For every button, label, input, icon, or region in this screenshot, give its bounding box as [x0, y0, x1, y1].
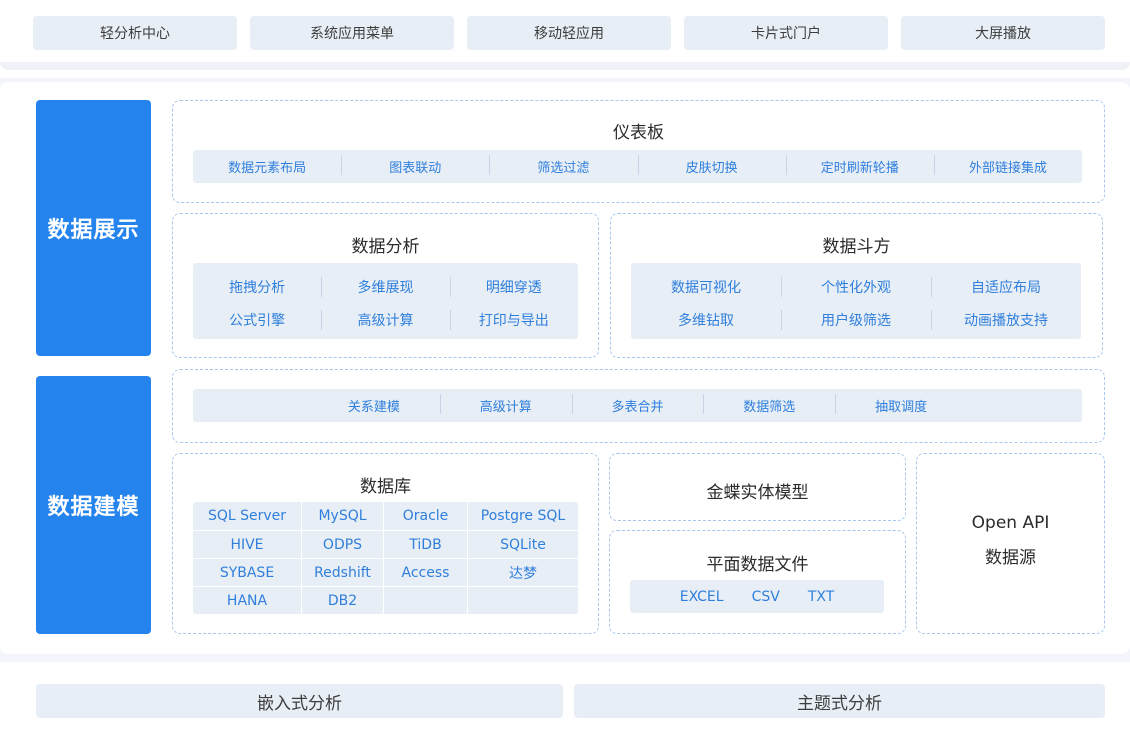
section-label-data-display: 数据展示	[36, 100, 151, 356]
database-item: SQL Server	[207, 508, 287, 524]
database-item: Oracle	[383, 502, 467, 530]
douf-feature: 用户级筛选	[781, 310, 931, 330]
modeling-feature-bar: 关系建模 高级计算 多表合并 数据筛选 抽取调度	[193, 389, 1082, 422]
open-api-panel: Open API 数据源	[916, 453, 1105, 634]
database-item: MySQL	[301, 502, 383, 530]
database-panel: 数据库 SQL Server MySQL Oracle Postgre SQL …	[172, 453, 599, 634]
analysis-feature: 明细穿透	[449, 277, 578, 297]
database-item: HANA	[226, 593, 268, 609]
modeling-feature: 数据筛选	[703, 394, 835, 415]
feature-row: 多维钻取 用户级筛选 动画播放支持	[631, 310, 1081, 330]
douf-feature: 动画播放支持	[931, 310, 1081, 330]
database-item: TiDB	[383, 531, 467, 559]
data-analysis-panel: 数据分析 拖拽分析 多维展现 明细穿透 公式引擎 高级计算 打印与导出	[172, 213, 599, 358]
douf-feature: 多维钻取	[678, 313, 734, 329]
database-item-empty	[467, 587, 578, 614]
database-row: HIVE ODPS TiDB SQLite	[193, 530, 578, 559]
modeling-feature: 高级计算	[439, 394, 572, 415]
dashboard-title: 仪表板	[613, 123, 664, 143]
modeling-feature: 抽取调度	[835, 394, 967, 415]
database-title: 数据库	[360, 477, 411, 497]
section-label-data-modeling: 数据建模	[36, 376, 151, 634]
analysis-feature: 高级计算	[321, 310, 449, 330]
top-item-system-menu: 系统应用菜单	[250, 16, 454, 50]
top-item-big-screen: 大屏播放	[901, 16, 1105, 50]
top-item-card-portal: 卡片式门户	[684, 16, 888, 50]
database-item: Postgre SQL	[467, 502, 578, 530]
douf-feature: 数据可视化	[671, 280, 741, 296]
database-item: HIVE	[230, 537, 264, 553]
analysis-feature: 多维展现	[321, 277, 449, 297]
dashboard-feature: 皮肤切换	[637, 155, 786, 176]
database-item: Access	[383, 559, 467, 587]
data-douf-feature-grid: 数据可视化 个性化外观 自适应布局 多维钻取 用户级筛选 动画播放支持	[631, 263, 1081, 339]
dashboard-feature: 定时刷新轮播	[785, 155, 934, 176]
dashboard-feature: 筛选过滤	[489, 155, 637, 176]
dashboard-feature-bar: 数据元素布局 图表联动 筛选过滤 皮肤切换 定时刷新轮播 外部链接集成	[193, 150, 1082, 183]
feature-row: 公式引擎 高级计算 打印与导出	[193, 310, 578, 330]
data-analysis-feature-grid: 拖拽分析 多维展现 明细穿透 公式引擎 高级计算 打印与导出	[193, 263, 578, 339]
database-item: 达梦	[467, 559, 578, 587]
top-channel-band: 轻分析中心 系统应用菜单 移动轻应用 卡片式门户 大屏播放	[0, 0, 1130, 70]
database-row: SYBASE Redshift Access 达梦	[193, 558, 578, 587]
bottom-item-embedded-analysis: 嵌入式分析	[36, 684, 563, 718]
file-type: TXT	[807, 588, 835, 605]
database-item: SQLite	[467, 531, 578, 559]
kingdee-entity-model-panel: 金蝶实体模型	[609, 453, 906, 521]
open-api-subtitle: 数据源	[985, 548, 1036, 568]
analysis-feature: 公式引擎	[229, 313, 286, 329]
flat-data-file-title: 平面数据文件	[706, 555, 809, 575]
database-row: SQL Server MySQL Oracle Postgre SQL	[193, 502, 578, 530]
top-item-mobile-app: 移动轻应用	[467, 16, 671, 50]
open-api-title: Open API	[971, 513, 1050, 533]
analysis-feature: 拖拽分析	[229, 280, 286, 296]
database-item: DB2	[301, 587, 383, 614]
bottom-item-topic-analysis: 主题式分析	[574, 684, 1105, 718]
database-item: ODPS	[301, 531, 383, 559]
flat-file-type-bar: EXCEL CSV TXT	[630, 580, 884, 613]
douf-feature: 个性化外观	[781, 277, 931, 297]
feature-row: 拖拽分析 多维展现 明细穿透	[193, 277, 578, 297]
kingdee-entity-model-title: 金蝶实体模型	[706, 483, 809, 503]
top-item-light-analysis: 轻分析中心	[33, 16, 237, 50]
dashboard-panel: 仪表板 数据元素布局 图表联动 筛选过滤 皮肤切换 定时刷新轮播 外部链接集成	[172, 100, 1105, 203]
douf-feature: 自适应布局	[931, 277, 1081, 297]
modeling-feature: 关系建模	[347, 400, 400, 415]
data-douf-panel: 数据斗方 数据可视化 个性化外观 自适应布局 多维钻取 用户级筛选 动画播放支持	[610, 213, 1103, 358]
database-row: HANA DB2	[193, 586, 578, 614]
dashboard-feature: 外部链接集成	[933, 155, 1082, 176]
dashboard-feature: 图表联动	[341, 155, 489, 176]
database-list: SQL Server MySQL Oracle Postgre SQL HIVE…	[193, 502, 578, 614]
database-item-empty	[383, 587, 467, 614]
data-analysis-title: 数据分析	[351, 237, 420, 257]
flat-data-file-panel: 平面数据文件 EXCEL CSV TXT	[609, 530, 906, 634]
data-douf-title: 数据斗方	[822, 237, 891, 257]
database-item: SYBASE	[219, 565, 275, 581]
analysis-feature: 打印与导出	[449, 310, 578, 330]
dashboard-feature: 数据元素布局	[228, 161, 307, 176]
modeling-feature: 多表合并	[571, 394, 704, 415]
database-item: Redshift	[301, 559, 383, 587]
feature-row: 数据可视化 个性化外观 自适应布局	[631, 277, 1081, 297]
file-type: EXCEL	[679, 588, 724, 605]
file-type: CSV	[751, 588, 780, 605]
modeling-panel: 关系建模 高级计算 多表合并 数据筛选 抽取调度	[172, 369, 1105, 443]
